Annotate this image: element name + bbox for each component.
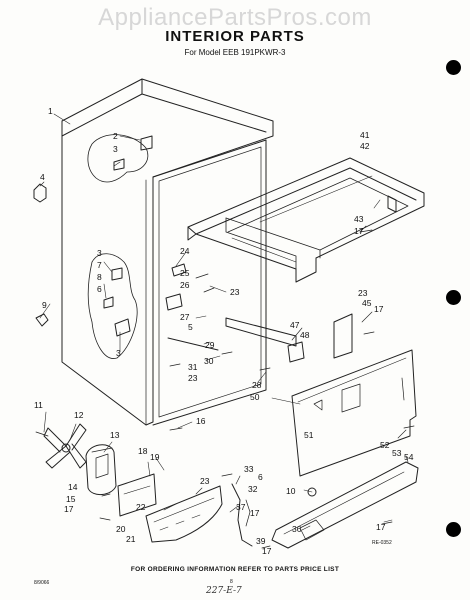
callout: 52 [380, 440, 390, 450]
callout: 10 [286, 486, 296, 496]
page-mark: 8 [230, 579, 233, 585]
callout: 19 [150, 452, 160, 462]
callout: 14 [68, 482, 78, 492]
callout: 17 [374, 304, 384, 314]
screws [35, 229, 415, 549]
callout: 24 [180, 246, 190, 256]
callout: 23 [230, 287, 240, 297]
callout: 42 [360, 141, 370, 151]
callout: 51 [304, 430, 314, 440]
callout: 16 [196, 416, 206, 426]
callout: 13 [110, 430, 120, 440]
callout: 1 [48, 106, 53, 116]
evaporator-cover [291, 349, 417, 477]
callout: 20 [116, 524, 126, 534]
callout: 53 [392, 448, 402, 458]
callout: 3 [116, 348, 121, 358]
callout: 12 [74, 410, 84, 420]
cabinet-liner [33, 78, 274, 426]
fan-motor [85, 444, 117, 495]
leader-lines [39, 113, 409, 531]
callout: 3 [97, 248, 102, 258]
callout: 6 [97, 284, 102, 294]
binder-hole-top [446, 60, 461, 75]
grommet-10 [307, 487, 317, 497]
part-callouts: 1 2 3 4 3 7 8 6 9 3 24 25 26 23 27 5 29 … [34, 106, 414, 556]
bracket-26 [165, 293, 183, 311]
callout: 2 [113, 131, 118, 141]
callout: 22 [136, 502, 146, 512]
callout: 4 [40, 172, 45, 182]
callout: 54 [404, 452, 414, 462]
model-subtitle: For Model EEB 191PKWR-3 [184, 48, 286, 57]
rod-29 [167, 337, 219, 351]
callout: 33 [244, 464, 254, 474]
callout: 11 [34, 400, 43, 410]
callout: 15 [66, 494, 76, 504]
callout: 18 [138, 446, 148, 456]
callout: 43 [354, 214, 364, 224]
callout: 17 [250, 508, 260, 518]
callout: 26 [180, 280, 190, 290]
ordering-note: FOR ORDERING INFORMATION REFER TO PARTS … [130, 566, 340, 573]
callout: 48 [300, 330, 310, 340]
bracket-45 [333, 313, 353, 359]
callout: 17 [64, 504, 74, 514]
callout: 31 [188, 362, 198, 372]
callout: 25 [180, 268, 190, 278]
callout: 3 [113, 144, 118, 154]
callout: 17 [354, 226, 364, 236]
callout: 23 [358, 288, 368, 298]
page-title: INTERIOR PARTS [165, 28, 305, 45]
drain-trough [145, 485, 223, 543]
motor-bracket [117, 473, 157, 517]
callout: 32 [248, 484, 258, 494]
callout: 27 [180, 312, 190, 322]
callout: 7 [97, 260, 102, 270]
callout: 39 [256, 536, 266, 546]
part-24 [171, 263, 187, 277]
callout: 17 [376, 522, 386, 532]
wire-harness [231, 483, 253, 547]
binder-hole-middle [446, 290, 461, 305]
binder-hole-bottom [446, 522, 461, 537]
watermark: AppliancePartsPros.com [98, 4, 372, 31]
callout: 45 [362, 298, 372, 308]
callout: 41 [360, 130, 370, 140]
callout: 6 [258, 472, 263, 482]
callout: 37 [236, 502, 246, 512]
callout: 47 [290, 320, 300, 330]
callout: 28 [252, 380, 262, 390]
callout: 50 [250, 392, 260, 402]
document-code: 8/9066 [34, 580, 50, 586]
defrost-channel [271, 461, 419, 549]
callout: 17 [262, 546, 272, 556]
callout: 21 [126, 534, 136, 544]
rail-47 [225, 317, 297, 347]
callout: 36 [292, 524, 302, 534]
callout: 5 [188, 322, 193, 332]
handwritten-note: 227-E-7 [206, 586, 242, 596]
callout: 23 [200, 476, 210, 486]
callout: 23 [188, 373, 198, 383]
fan-blade [43, 423, 87, 469]
diagram-code: RE-0352 [372, 540, 392, 546]
callout: 8 [97, 272, 102, 282]
bracket-48 [287, 341, 305, 363]
shelf-frame [187, 157, 425, 283]
callout: 30 [204, 356, 214, 366]
callout: 9 [42, 300, 47, 310]
callout: 29 [205, 340, 215, 350]
